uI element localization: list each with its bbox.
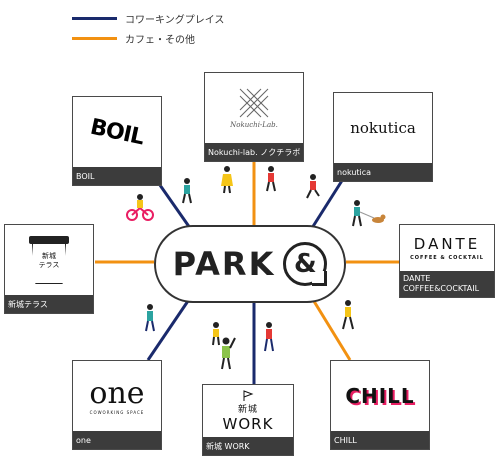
dante-logo: DANTE COFFEE & COCKTAIL — [410, 235, 484, 261]
card-nokutica[interactable]: nokutica nokutica — [333, 92, 433, 182]
nokutica-logo: nokutica — [350, 119, 416, 137]
card-shinjo-terrace[interactable]: 新城テラス 新城テラス — [4, 224, 94, 314]
card-label: BOIL — [73, 167, 161, 185]
walker-icon — [212, 322, 220, 346]
walker-icon — [221, 166, 233, 194]
card-label: Nokuchi-lab. ノクチラボ — [205, 143, 303, 161]
card-nokuchi-lab[interactable]: Nokuchi-Lab. Nokuchi-lab. ノクチラボ — [204, 72, 304, 162]
legend-swatch — [72, 16, 117, 20]
card-label: nokutica — [334, 163, 432, 181]
link-one — [146, 297, 192, 361]
walker-icon — [264, 322, 274, 352]
nokuchi-lab-logo: Nokuchi-Lab. — [205, 73, 303, 143]
boil-logo: BOIL — [88, 114, 146, 150]
card-dante[interactable]: DANTE COFFEE & COCKTAIL DANTE COFFEE&COC… — [399, 224, 495, 298]
shinjo-work-logo: 新城 WORK — [203, 385, 293, 437]
link-chill — [310, 297, 352, 361]
flag-icon — [243, 389, 254, 401]
park-hub: PARK & — [154, 225, 346, 303]
legend-item-cafe: カフェ・その他 — [72, 31, 195, 46]
chill-logo: CHILL — [345, 384, 415, 408]
coffee-cup-icon: 新城テラス — [29, 236, 69, 284]
card-label: one — [73, 431, 161, 449]
runner-icon — [306, 174, 320, 199]
walker-icon — [342, 300, 354, 330]
legend-swatch — [72, 36, 117, 40]
card-label: 新城テラス — [5, 295, 93, 313]
walker-icon — [266, 166, 276, 192]
legend-label: コワーキングプレイス — [125, 14, 225, 26]
card-boil[interactable]: BOIL BOIL — [72, 96, 162, 186]
card-label: CHILL — [331, 431, 429, 449]
crosshatch-icon — [239, 88, 269, 118]
card-one[interactable]: one COWORKING SPACE one — [72, 360, 162, 450]
legend-item-coworking: コワーキングプレイス — [72, 11, 225, 26]
ampersand-bubble-icon: & — [283, 242, 328, 286]
walker-icon — [145, 304, 155, 332]
cyclist-icon — [126, 194, 154, 221]
dog-walker-icon — [352, 200, 386, 227]
legend-label: カフェ・その他 — [125, 34, 195, 46]
one-logo: one COWORKING SPACE — [89, 375, 145, 415]
card-chill[interactable]: CHILL CHILL — [330, 360, 430, 450]
shinjo-terrace-logo: 新城テラス — [5, 225, 93, 295]
walker-icon — [182, 178, 192, 204]
waving-person-icon — [221, 337, 236, 370]
card-shinjo-work[interactable]: 新城 WORK 新城 WORK — [202, 384, 294, 456]
card-label: DANTE COFFEE&COCKTAIL — [400, 271, 494, 297]
card-label: 新城 WORK — [203, 437, 293, 455]
park-word: PARK — [172, 245, 276, 283]
